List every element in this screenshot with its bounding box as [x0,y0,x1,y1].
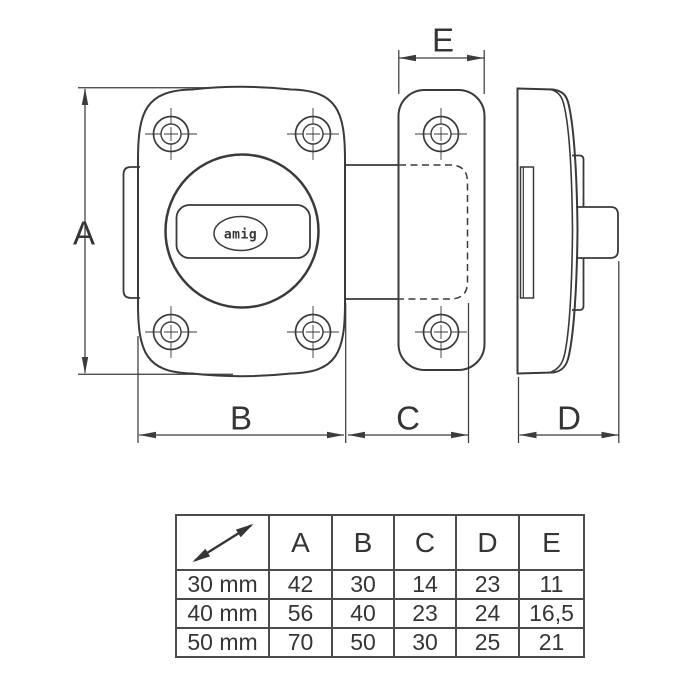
arrowhead [327,431,344,439]
front-left-tab [122,166,140,299]
size-cell: 40 mm [175,598,270,629]
col-header-d: D [455,514,520,571]
screw-hole-icon [287,108,339,160]
size-cell: 30 mm [175,569,270,600]
size-reference-cell [175,514,270,571]
thumb-turn-plate [175,204,311,259]
side-rear-block [572,154,585,311]
value-cell: 14 [393,569,457,600]
value-cell: 23 [455,569,520,600]
bolt [345,164,399,300]
table-header-row: A B C D E [175,514,585,571]
side-dome-inner-edge [549,88,574,374]
value-cell: 25 [455,627,520,658]
dimensions: A E B C [73,22,620,443]
size-cell: 50 mm [175,627,270,658]
value-cell: 50 [331,627,395,658]
dimension-table: A B C D E 30 mm 42 30 14 23 11 40 mm 56 … [175,514,585,658]
strike-plate-outline [397,89,486,371]
screw-hole-icon [415,306,467,358]
front-body-outline [137,85,346,378]
arrowhead [467,54,484,62]
dimension-d: D [517,261,620,443]
brand-logo-text: amig [224,228,257,243]
cylinder-circle [164,153,320,309]
col-header-a: A [268,514,333,571]
strike-plate [397,89,486,371]
dimension-label-c: C [396,400,420,437]
dimension-a: A [73,87,233,375]
value-cell: 23 [393,598,457,629]
screw-hole-icon [415,108,467,160]
hidden-bolt-dashed-outline [399,164,469,300]
value-cell: 42 [268,569,333,600]
value-cell: 30 [393,627,457,658]
front-view: amig [122,85,346,378]
arrowhead [81,88,89,105]
arrowhead [451,431,468,439]
value-cell: 30 [331,569,395,600]
side-turn-knob [576,206,619,259]
table-row: 40 mm 56 40 23 24 16,5 [175,598,585,629]
value-cell: 11 [518,569,585,600]
screw-hole-icon [287,306,339,358]
arrowhead [348,431,365,439]
arrowhead [399,54,416,62]
dimension-label-e: E [432,22,454,59]
lock-technical-drawing: amig [73,22,620,443]
col-header-b: B [331,514,395,571]
screw-hole-icon [145,108,197,160]
col-header-c: C [393,514,457,571]
dimension-label-a: A [73,215,95,252]
dimension-label-b: B [230,400,252,437]
brand-logo-ellipse [213,215,268,252]
arrowhead [81,357,89,374]
value-cell: 24 [455,598,520,629]
arrowhead [601,431,619,439]
value-cell: 70 [268,627,333,658]
col-header-e: E [518,514,585,571]
table-row: 50 mm 70 50 30 25 21 [175,627,585,658]
value-cell: 40 [331,598,395,629]
value-cell: 21 [518,627,585,658]
diagonal-double-arrow-icon [191,523,254,562]
arrowhead [519,431,537,439]
arrowhead [139,431,156,439]
screw-hole-icon [145,306,197,358]
table-row: 30 mm 42 30 14 23 11 [175,569,585,600]
side-plate-edge [519,166,535,299]
side-body-outline [516,87,579,375]
dimension-b: B [137,303,347,443]
dimension-c: C [348,303,470,443]
value-cell: 16,5 [518,598,585,629]
value-cell: 56 [268,598,333,629]
dimension-label-d: D [557,400,581,437]
side-view [516,87,619,375]
dimension-e: E [398,22,485,94]
